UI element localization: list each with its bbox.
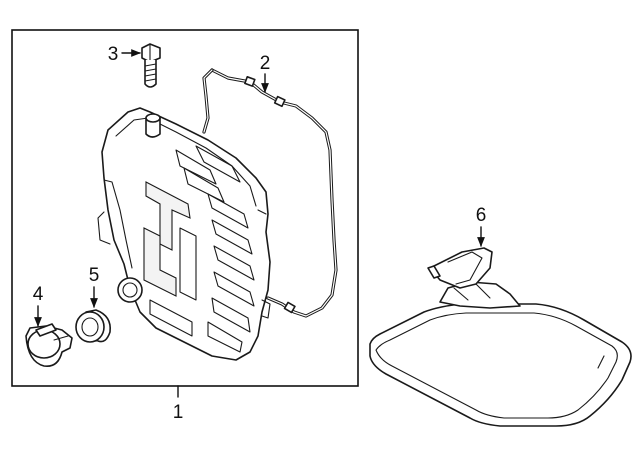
callout-label-5: 5 <box>89 265 100 286</box>
oil-filter-part <box>369 247 632 427</box>
callout-3: 3 <box>108 44 141 65</box>
callout-label-1: 1 <box>173 402 184 423</box>
seal-ring-part <box>75 309 112 343</box>
callout-label-6: 6 <box>476 205 487 226</box>
callout-4: 4 <box>33 284 44 327</box>
callout-5: 5 <box>89 265 100 308</box>
callout-6: 6 <box>476 205 487 247</box>
valve-body-cover-part <box>97 107 271 361</box>
callout-label-2: 2 <box>260 53 271 74</box>
assembly-frame <box>11 29 359 387</box>
callout-label-3: 3 <box>108 44 119 65</box>
clip-part <box>25 323 73 368</box>
callout-1: 1 <box>173 402 184 423</box>
callout-label-4: 4 <box>33 284 44 305</box>
bolt-part <box>141 43 161 88</box>
callout-2: 2 <box>260 53 271 93</box>
gasket-part <box>202 68 338 318</box>
